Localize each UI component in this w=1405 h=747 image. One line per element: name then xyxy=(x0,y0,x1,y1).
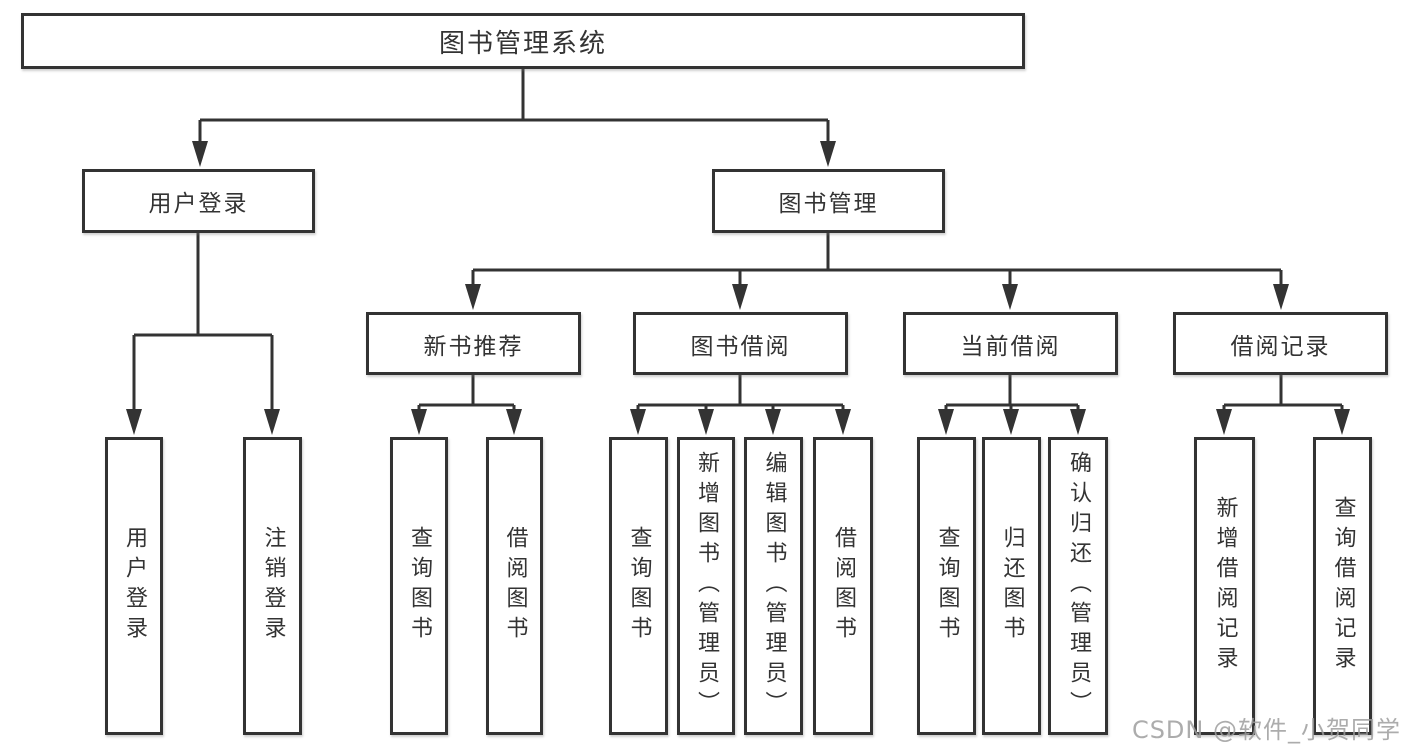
leaf-query-borrow-record: 查询借阅记录 xyxy=(1313,437,1372,735)
arrow-icon xyxy=(1003,409,1019,435)
node-label: 注销登录 xyxy=(260,526,286,646)
arrow-icon xyxy=(698,409,714,435)
node-label: 编辑图书（管理员） xyxy=(761,451,787,721)
leaf-edit-book-admin: 编辑图书（管理员） xyxy=(744,437,803,735)
arrow-icon xyxy=(732,284,748,310)
arrow-icon xyxy=(765,409,781,435)
arrow-icon xyxy=(820,141,836,167)
leaf-add-borrow-record: 新增借阅记录 xyxy=(1194,437,1255,735)
arrow-icon xyxy=(192,141,208,167)
arrow-icon xyxy=(126,409,142,435)
node-book-management: 图书管理 xyxy=(712,169,945,233)
arrow-icon xyxy=(1070,409,1086,435)
node-label: 新增借阅记录 xyxy=(1212,496,1238,676)
arrow-icon xyxy=(835,409,851,435)
node-borrowing-records: 借阅记录 xyxy=(1173,312,1388,375)
node-label: 借阅图书 xyxy=(831,526,856,646)
arrow-icon xyxy=(938,409,954,435)
node-label: 当前借阅 xyxy=(960,333,1061,360)
leaf-user-login: 用户登录 xyxy=(105,437,163,735)
leaf-borrow-books-recommend: 借阅图书 xyxy=(486,437,543,735)
node-label: 查询图书 xyxy=(407,526,432,646)
node-label: 新增图书（管理员） xyxy=(694,451,719,721)
arrow-icon xyxy=(264,409,280,435)
arrow-icon xyxy=(1216,409,1232,435)
node-user-login: 用户登录 xyxy=(82,169,315,233)
leaf-query-books-recommend: 查询图书 xyxy=(390,437,448,735)
leaf-query-books-borrow: 查询图书 xyxy=(609,437,668,735)
node-label: 图书管理系统 xyxy=(438,28,607,59)
arrow-icon xyxy=(506,409,522,435)
arrow-icon xyxy=(465,284,481,310)
leaf-logout: 注销登录 xyxy=(243,437,302,735)
node-label: 图书借阅 xyxy=(690,333,791,360)
leaf-return-book: 归还图书 xyxy=(982,437,1041,735)
node-label: 归还图书 xyxy=(999,526,1025,646)
node-label: 借阅图书 xyxy=(502,526,528,646)
arrowheads xyxy=(126,141,1350,435)
node-label: 查询图书 xyxy=(626,526,652,646)
node-label: 新书推荐 xyxy=(423,333,524,360)
node-label: 借阅记录 xyxy=(1230,333,1331,360)
arrow-icon xyxy=(630,409,646,435)
leaf-borrow-books: 借阅图书 xyxy=(813,437,873,735)
node-label: 图书管理 xyxy=(778,191,879,217)
arrow-icon xyxy=(1273,284,1289,310)
node-label: 查询图书 xyxy=(934,526,960,646)
node-new-book-recommendation: 新书推荐 xyxy=(366,312,581,375)
node-current-borrowing: 当前借阅 xyxy=(903,312,1118,375)
arrow-icon xyxy=(1002,284,1018,310)
arrow-icon xyxy=(411,409,427,435)
node-label: 用户登录 xyxy=(122,526,147,646)
node-label: 用户登录 xyxy=(148,191,249,217)
node-library-management-system: 图书管理系统 xyxy=(21,13,1025,69)
node-label: 查询借阅记录 xyxy=(1330,496,1356,676)
leaf-query-books-current: 查询图书 xyxy=(917,437,976,735)
leaf-add-book-admin: 新增图书（管理员） xyxy=(677,437,735,735)
node-label: 确认归还（管理员） xyxy=(1066,451,1091,721)
csdn-watermark: CSDN @软件_小贺同学 xyxy=(1131,716,1401,744)
leaf-confirm-return-admin: 确认归还（管理员） xyxy=(1048,437,1108,735)
arrow-icon xyxy=(1334,409,1350,435)
node-book-borrowing: 图书借阅 xyxy=(633,312,848,375)
